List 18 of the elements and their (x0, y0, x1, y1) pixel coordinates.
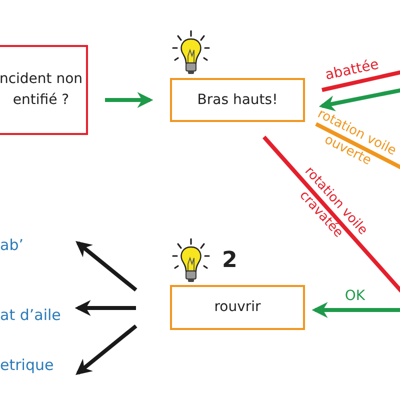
step-number: 2 (222, 248, 238, 273)
arrow (76, 240, 138, 292)
box-text: rouvrir (214, 298, 261, 317)
box-text: ncident non entifié ? (0, 70, 84, 110)
action-box (170, 78, 305, 122)
option-text: etrique (0, 353, 80, 377)
edge-label: abattée (322, 56, 382, 84)
arrow (105, 92, 154, 108)
option-text: at d’aile (0, 303, 80, 327)
question-box (0, 45, 88, 135)
arrow (74, 300, 136, 316)
option-text: ab’ (0, 233, 70, 257)
arrow (76, 324, 138, 376)
edge-label: OK (344, 288, 366, 304)
box-text: Bras hauts! (197, 90, 278, 110)
arrow (318, 88, 400, 112)
action-box (170, 285, 305, 330)
arrow (312, 302, 400, 318)
